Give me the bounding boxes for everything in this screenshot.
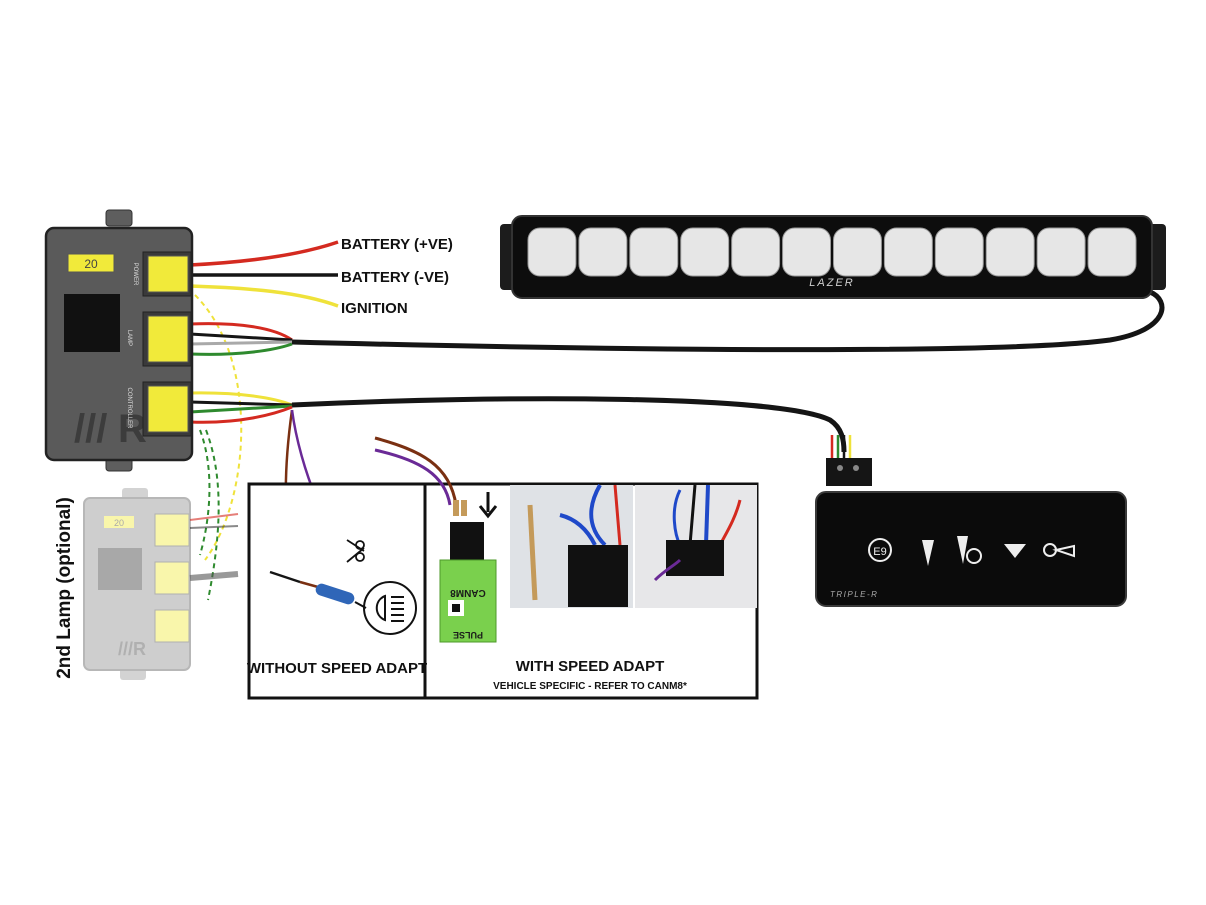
emark-icon: E9 <box>868 538 892 562</box>
with-speed-adapt-panel: CANM8 PULSE WITH SPEED ADAPT VEHICLE SPE… <box>374 436 757 692</box>
power-wires <box>189 240 339 308</box>
led-module <box>578 227 628 277</box>
beam-narrow-button-icon[interactable] <box>922 540 934 566</box>
led-module <box>629 227 679 277</box>
speed-adapt-button-icon[interactable] <box>957 536 982 564</box>
switch-lead-wires <box>826 435 872 486</box>
led-module <box>1036 227 1086 277</box>
dim-down-button-icon[interactable] <box>1004 544 1026 558</box>
with-speed-adapt-title: WITH SPEED ADAPT <box>516 658 665 675</box>
controller-port <box>142 381 192 437</box>
led-module <box>680 227 730 277</box>
scissors-icon <box>346 539 365 563</box>
led-module <box>527 227 577 277</box>
led-module <box>731 227 781 277</box>
headlight-icon <box>363 581 417 635</box>
canm8-module: CANM8 PULSE <box>439 559 497 643</box>
horn-flash-button-icon[interactable] <box>1043 543 1075 558</box>
svg-text:20: 20 <box>114 518 124 528</box>
svg-text:POWER: POWER <box>132 263 138 286</box>
brand-letter: R <box>118 407 147 451</box>
lamp-wires <box>189 289 1165 356</box>
second-lamp-controller: 20 ///R <box>83 488 191 680</box>
label-battery-negative: BATTERY (-VE) <box>341 269 449 286</box>
led-module <box>833 227 882 277</box>
svg-text:CONTROLLER: CONTROLLER <box>126 387 132 429</box>
brand-logo: /// <box>74 407 107 451</box>
without-speed-adapt-title: WITHOUT SPEED ADAPT <box>247 660 427 677</box>
svg-text:PULSE: PULSE <box>453 630 483 640</box>
photo-connector-pins <box>510 484 633 608</box>
svg-text:20: 20 <box>84 257 98 271</box>
connector-plug <box>450 522 484 562</box>
switch-brand: TRIPLE-R <box>830 590 878 599</box>
photo-connector-wired <box>635 484 757 608</box>
switch-panel: E9 TRIPLE-R <box>815 491 1127 607</box>
second-lamp-label: 2nd Lamp (optional) <box>54 497 75 679</box>
controller-unit: 20 /// R POWER LAMP CONTROLLER <box>44 209 194 472</box>
light-bar: LAZER <box>500 215 1166 299</box>
with-speed-adapt-subtitle: VEHICLE SPECIFIC - REFER TO CANM8* <box>493 681 687 692</box>
svg-text:E9: E9 <box>873 546 886 558</box>
led-module <box>1087 227 1137 277</box>
led-module <box>934 227 984 277</box>
label-ignition: IGNITION <box>341 300 408 317</box>
led-array <box>527 227 1137 277</box>
lamp-port <box>142 311 192 367</box>
label-battery-positive: BATTERY (+VE) <box>341 236 453 253</box>
fuse: 20 <box>67 253 115 273</box>
relay-block <box>64 294 120 352</box>
svg-text:CANM8: CANM8 <box>450 587 486 598</box>
power-port <box>142 251 192 297</box>
without-speed-adapt-panel: WITHOUT SPEED ADAPT <box>247 539 427 677</box>
led-module <box>883 227 933 277</box>
svg-text:///R: ///R <box>118 639 146 659</box>
led-module <box>782 227 831 277</box>
led-module <box>985 227 1035 277</box>
light-bar-brand: LAZER <box>809 277 854 289</box>
svg-text:LAMP: LAMP <box>126 330 132 346</box>
second-lamp-wires <box>189 294 243 601</box>
